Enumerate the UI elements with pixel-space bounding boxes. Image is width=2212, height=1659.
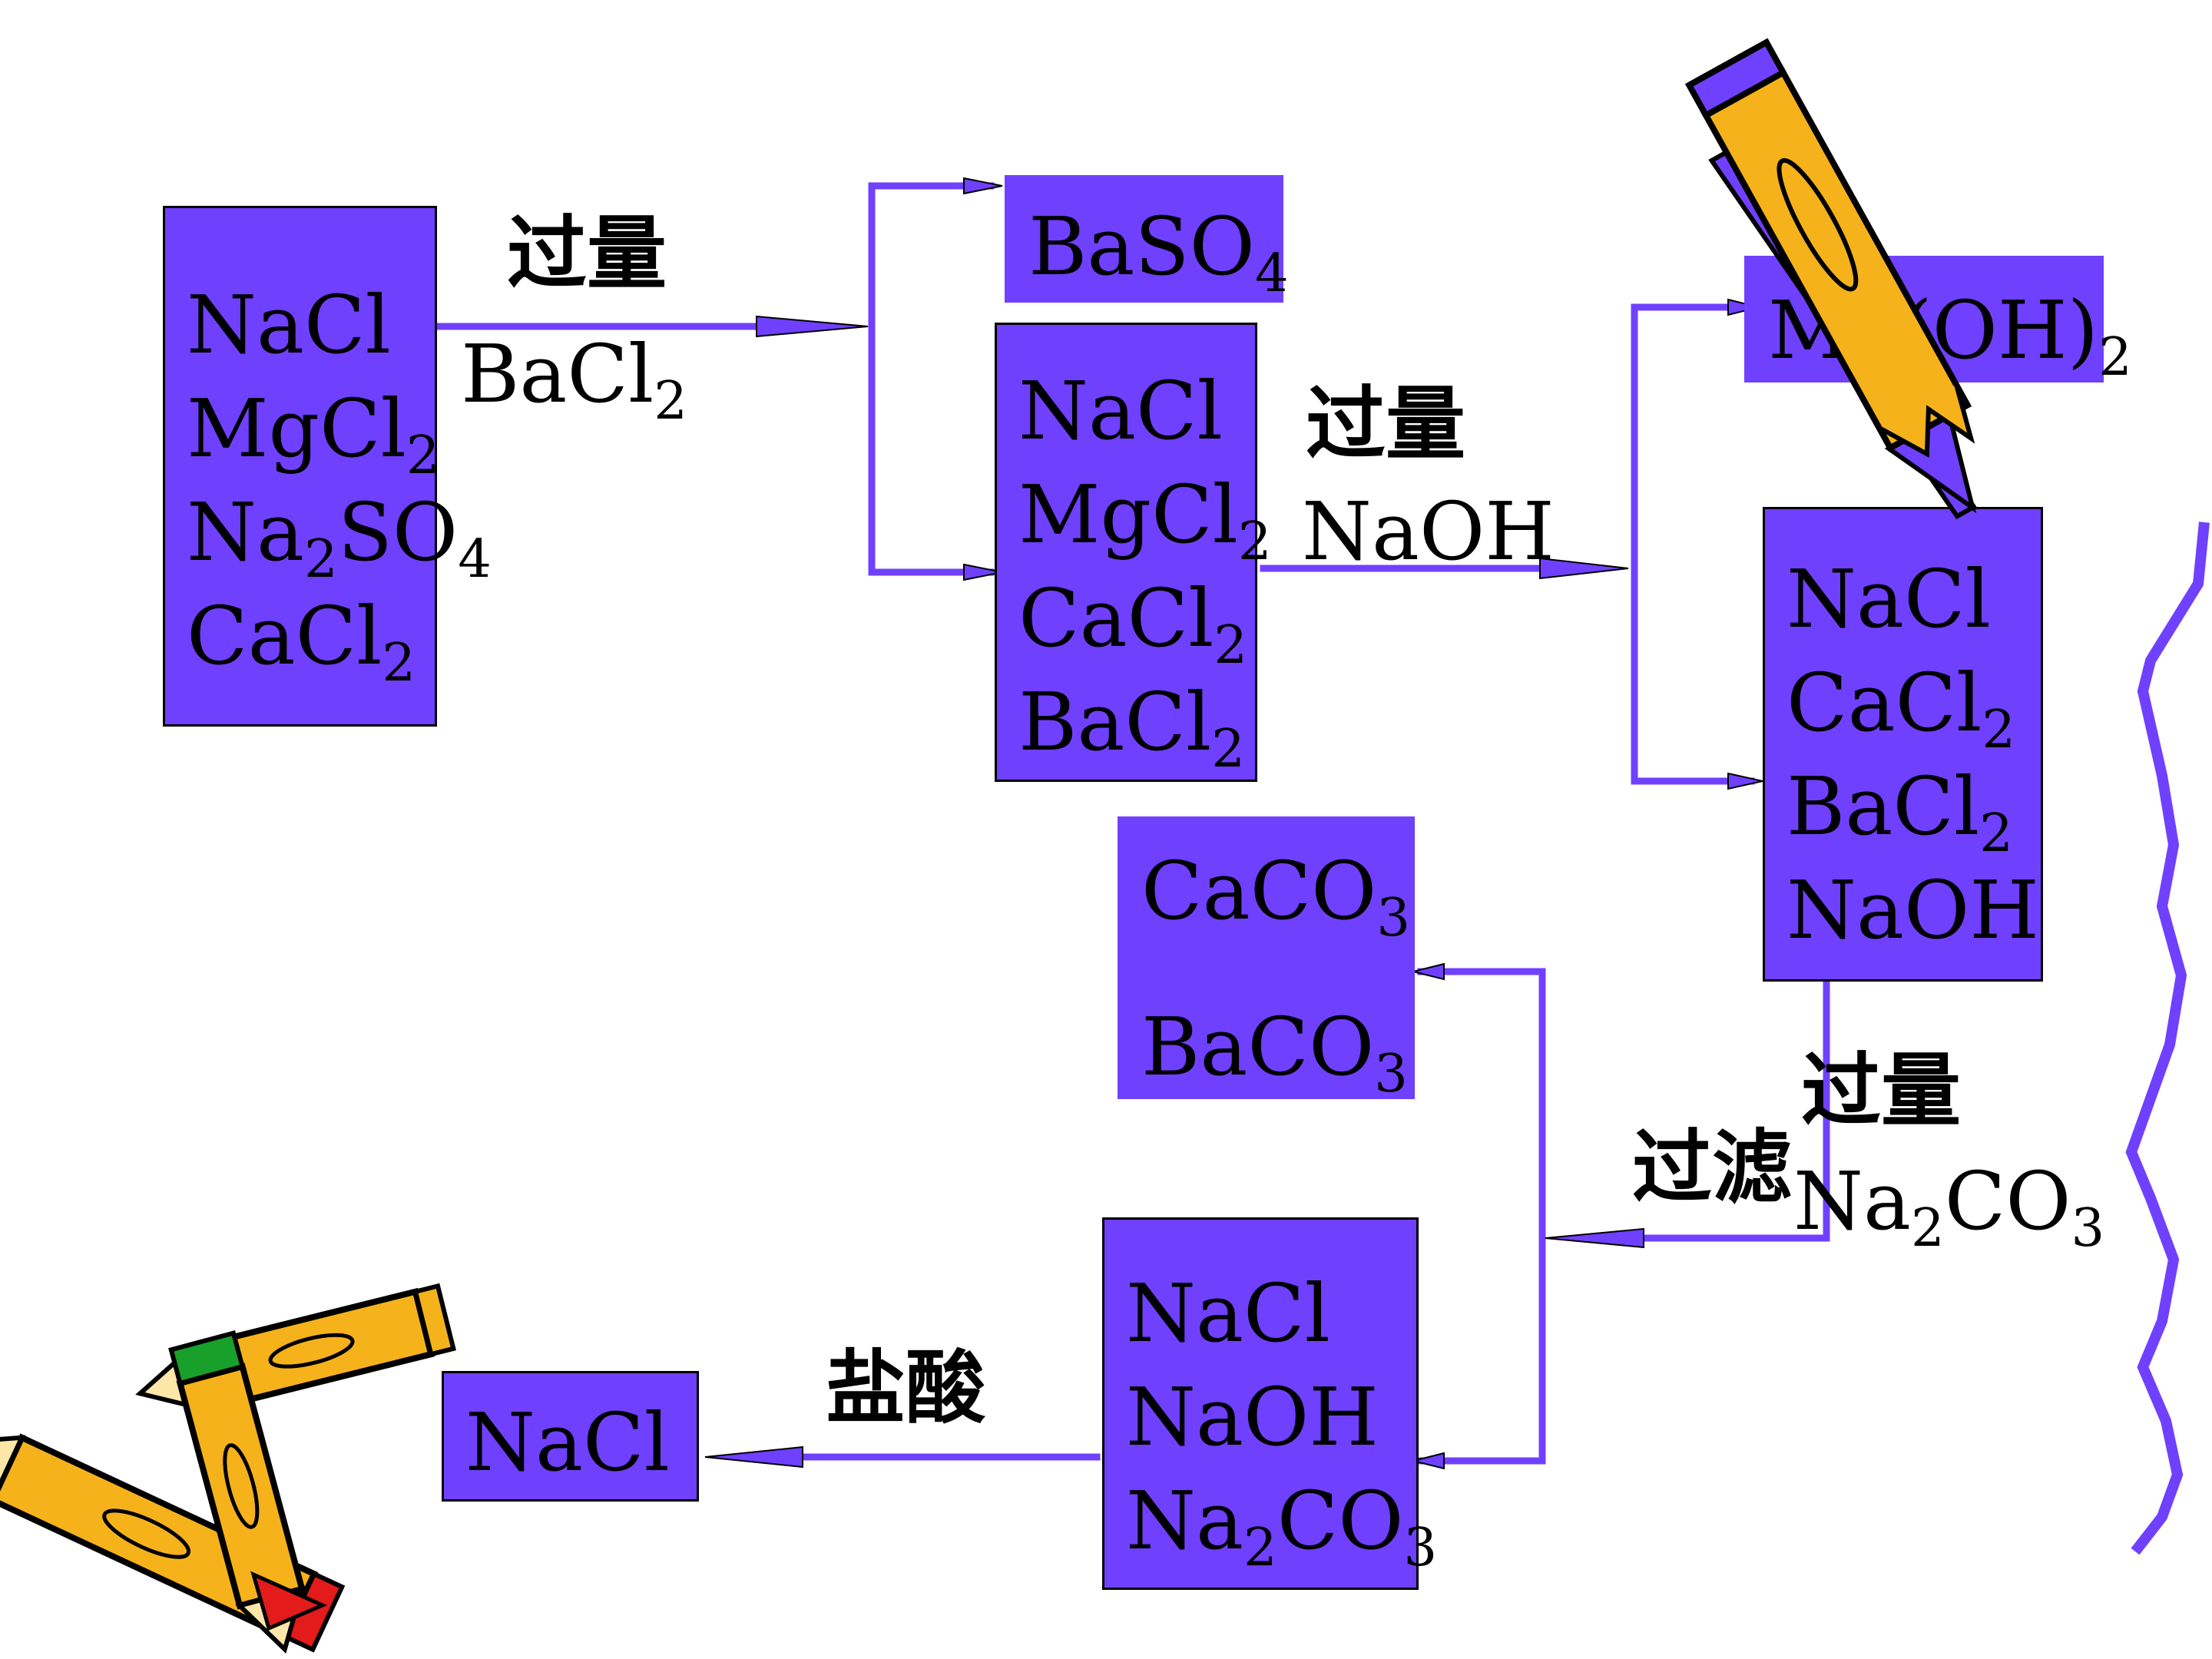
label-filter: 过滤 (1632, 1121, 1793, 1214)
chem-line: NaCl (465, 1396, 670, 1489)
box-final-nacl: NaCl (442, 1371, 699, 1502)
chem-line: MgCl2 (1018, 468, 1272, 572)
box-filtrate-1: NaCl MgCl2 CaCl2 BaCl2 (995, 323, 1272, 782)
box-filtrate-3: NaCl NaOH Na2CO3 (1102, 1217, 1437, 1590)
label-reagent-bacl2: BaCl2 (461, 327, 687, 432)
box-carbonate-precipitate: CaCO3 BaCO3 (1118, 816, 1415, 1104)
box-filtrate-2: NaCl CaCl2 BaCl2 NaOH (1763, 507, 2043, 982)
arrowhead-na2co3 (1545, 1227, 1644, 1249)
label-reagent-naoh: NaOH (1302, 485, 1555, 578)
chem-line: NaCl (1018, 364, 1223, 458)
chem-line: Na2CO3 (1126, 1474, 1438, 1578)
label-reagent-na2co3: Na2CO3 (1793, 1154, 2105, 1259)
label-hydrochloric-acid: 盐酸 (826, 1341, 986, 1435)
crossed-pencils-icon (0, 1283, 456, 1654)
chem-line: CaCl2 (1786, 656, 2016, 760)
chem-line: BaCO3 (1141, 1000, 1408, 1104)
chem-line: CaCl2 (187, 589, 416, 694)
torn-edge-icon (2125, 522, 2210, 1555)
chem-line: CaCO3 (1141, 844, 1411, 949)
arrowhead-hcl (704, 1445, 803, 1469)
chem-line: NaCl (1126, 1267, 1330, 1360)
chem-line: BaSO4 (1028, 200, 1289, 304)
chem-line: NaOH (1126, 1370, 1379, 1464)
arrow-na2co3 (1609, 981, 1830, 1242)
chem-line: NaOH (1786, 863, 2039, 957)
chem-line: Na2SO4 (187, 485, 492, 590)
chem-line: NaCl (1786, 552, 1991, 646)
split-2-bracket (1631, 303, 1759, 785)
box-start-mixture: NaCl MgCl2 Na2SO4 CaCl2 (163, 206, 492, 727)
chem-line: NaCl (187, 278, 391, 372)
chem-line: BaCl2 (1018, 675, 1245, 780)
chem-line: MgCl2 (187, 382, 440, 486)
arrowhead-bacl2 (756, 315, 869, 338)
box-baso4-precipitate: BaSO4 (1005, 175, 1289, 303)
pencil-icon (1684, 38, 1978, 520)
label-excess-2: 过量 (1306, 377, 1466, 471)
label-excess-3: 过量 (1801, 1044, 1962, 1137)
label-excess-1: 过量 (507, 207, 667, 300)
chem-line: BaCl2 (1786, 760, 2013, 864)
split-3-bracket (1417, 968, 1546, 1465)
chem-line: CaCl2 (1018, 571, 1248, 676)
arrowhead-naoh (1539, 557, 1629, 580)
